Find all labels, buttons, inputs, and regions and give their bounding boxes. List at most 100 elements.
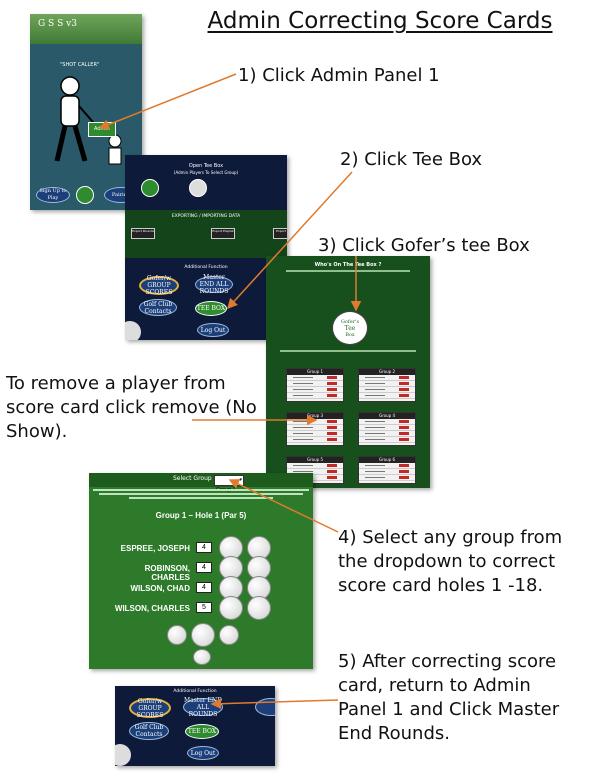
- remove-button[interactable]: [399, 382, 409, 385]
- open-teebox-icon[interactable]: [141, 179, 159, 197]
- group-table: Group 4: [358, 412, 416, 446]
- group-title: Group 1: [287, 369, 343, 375]
- remove-button[interactable]: [399, 432, 409, 435]
- group-title: Group 5: [287, 457, 343, 463]
- select-group-bar: Select Group Group 1 ▾: [89, 473, 313, 493]
- app-badge: [125, 321, 141, 340]
- export-rounds-button[interactable]: Export Rounds: [131, 228, 155, 239]
- remove-button[interactable]: [327, 464, 337, 467]
- remove-button[interactable]: [327, 432, 337, 435]
- remove-button[interactable]: [327, 438, 337, 441]
- page-title: Admin Correcting Score Cards: [207, 8, 553, 34]
- group-scores-button[interactable]: Gofer/w GROUP SCORES: [139, 275, 179, 296]
- export-playlist-button[interactable]: Export Playlist: [211, 228, 235, 239]
- additional-function-label: Additional Function: [173, 689, 217, 694]
- home-banner-text: G S S v3: [38, 19, 77, 29]
- prev-hole-ball-icon[interactable]: [167, 625, 187, 645]
- remove-button[interactable]: [327, 382, 337, 385]
- player-name: ESPREE, JOSEPH: [120, 544, 190, 553]
- partial-button[interactable]: [255, 698, 275, 716]
- player-name: ROBINSON, CHARLES: [144, 564, 190, 582]
- open-teebox-subtitle: (Admin Players To Select Group): [173, 170, 239, 175]
- settings-icon[interactable]: [189, 179, 207, 197]
- score-input[interactable]: 4: [196, 542, 212, 553]
- tee-logo: [76, 186, 94, 204]
- remove-button[interactable]: [327, 376, 337, 379]
- remove-button[interactable]: [399, 476, 409, 479]
- score-down-ball-icon[interactable]: [247, 596, 271, 620]
- home-banner: G S S v3: [30, 14, 142, 44]
- score-down-ball-icon[interactable]: [247, 536, 271, 560]
- screenshot-master-end-rounds: Additional Function Gofer/w GROUP SCORES…: [115, 686, 275, 766]
- logo-text-3: Box: [345, 332, 355, 338]
- master-end-rounds-button[interactable]: Master END ALL ROUNDS: [183, 696, 223, 718]
- logo-text-1: Gofer's: [340, 319, 360, 325]
- player-name: WILSON, CHAD: [130, 584, 190, 593]
- remove-button[interactable]: [327, 476, 337, 479]
- score-card-info-line: [129, 497, 273, 499]
- score-card-info-line: [93, 489, 309, 491]
- remove-button[interactable]: [327, 394, 337, 397]
- player-name: WILSON, CHARLES: [114, 604, 190, 613]
- submit-ball-icon[interactable]: [191, 623, 215, 647]
- signup-button[interactable]: Sign Up to Play: [36, 187, 70, 203]
- remove-button[interactable]: [327, 470, 337, 473]
- gofers-teebox-logo[interactable]: Gofer's Tee Box: [332, 311, 368, 345]
- score-up-ball-icon[interactable]: [219, 536, 243, 560]
- open-teebox-title: Open Tee Box: [188, 163, 224, 169]
- logout-button[interactable]: Log Out: [197, 323, 229, 337]
- score-up-ball-icon[interactable]: [219, 596, 243, 620]
- score-input[interactable]: 4: [196, 562, 212, 573]
- remove-button[interactable]: [327, 420, 337, 423]
- step-4-text: 4) Select any group from the dropdown to…: [338, 527, 563, 596]
- tee-box-button[interactable]: TEE BOX: [195, 301, 227, 316]
- app-badge: [115, 744, 131, 766]
- screenshot-admin-panel: Open Tee Box (Admin Players To Select Gr…: [125, 155, 287, 340]
- export-button[interactable]: Export: [273, 228, 287, 239]
- remove-button[interactable]: [327, 426, 337, 429]
- step-1-text: 1) Click Admin Panel 1: [238, 65, 440, 86]
- remove-button[interactable]: [399, 420, 409, 423]
- golf-club-contacts-button[interactable]: Golf Club Contacts: [139, 299, 177, 316]
- step-5-text: 5) After correcting score card, return t…: [338, 651, 560, 744]
- remove-button[interactable]: [399, 388, 409, 391]
- logo-text-2: Tee: [344, 325, 356, 332]
- group-title: Group 2: [359, 369, 415, 375]
- score-card-info-line: [99, 493, 303, 495]
- master-end-rounds-button[interactable]: Master END ALL ROUNDS: [195, 274, 233, 295]
- remove-button[interactable]: [399, 394, 409, 397]
- screenshot-score-card: Select Group Group 1 ▾ Group 1 – Hole 1 …: [89, 473, 313, 669]
- step-2-text: 2) Click Tee Box: [340, 149, 483, 170]
- golfer-illustration: [54, 76, 122, 165]
- group-table: Group 1: [286, 368, 344, 402]
- tee-box-button[interactable]: TEE BOX: [185, 724, 219, 739]
- teebox-info-line: [280, 350, 416, 352]
- group-title: Group 6: [359, 457, 415, 463]
- remove-button[interactable]: [399, 438, 409, 441]
- remove-button[interactable]: [399, 426, 409, 429]
- score-input[interactable]: 4: [196, 582, 212, 593]
- teebox-heading: Who's On The Tee Box ?: [314, 262, 382, 268]
- admin-panel-1-button[interactable]: Admin: [88, 122, 116, 137]
- remove-button[interactable]: [399, 376, 409, 379]
- group-table: Group 6: [358, 456, 416, 484]
- remove-button[interactable]: [399, 464, 409, 467]
- home-ball-icon[interactable]: [193, 649, 211, 665]
- logout-button[interactable]: Log Out: [187, 746, 219, 760]
- group-table: Group 2: [358, 368, 416, 402]
- home-tagline: "SHOT CALLER": [60, 62, 100, 68]
- next-hole-ball-icon[interactable]: [219, 625, 239, 645]
- step-3-text: 3) Click Gofer’s tee Box: [318, 235, 530, 256]
- export-heading: EXPORTING / IMPORTING DATA: [171, 214, 241, 219]
- golf-club-contacts-button[interactable]: Golf Club Contacts: [129, 722, 169, 740]
- group-select-dropdown[interactable]: Group 1 ▾: [214, 475, 244, 493]
- chevron-down-icon: ▾: [239, 477, 242, 483]
- group-title: Group 4: [359, 413, 415, 419]
- score-input[interactable]: 5: [196, 602, 212, 613]
- remove-button[interactable]: [327, 388, 337, 391]
- remove-button[interactable]: [399, 470, 409, 473]
- group-scores-button[interactable]: Gofer/w GROUP SCORES: [129, 698, 171, 719]
- remove-player-text: To remove a player from score card click…: [6, 373, 257, 442]
- group-hole-heading: Group 1 – Hole 1 (Par 5): [155, 511, 247, 520]
- screenshot-tee-box: Who's On The Tee Box ? Gofer's Tee Box G…: [266, 256, 430, 488]
